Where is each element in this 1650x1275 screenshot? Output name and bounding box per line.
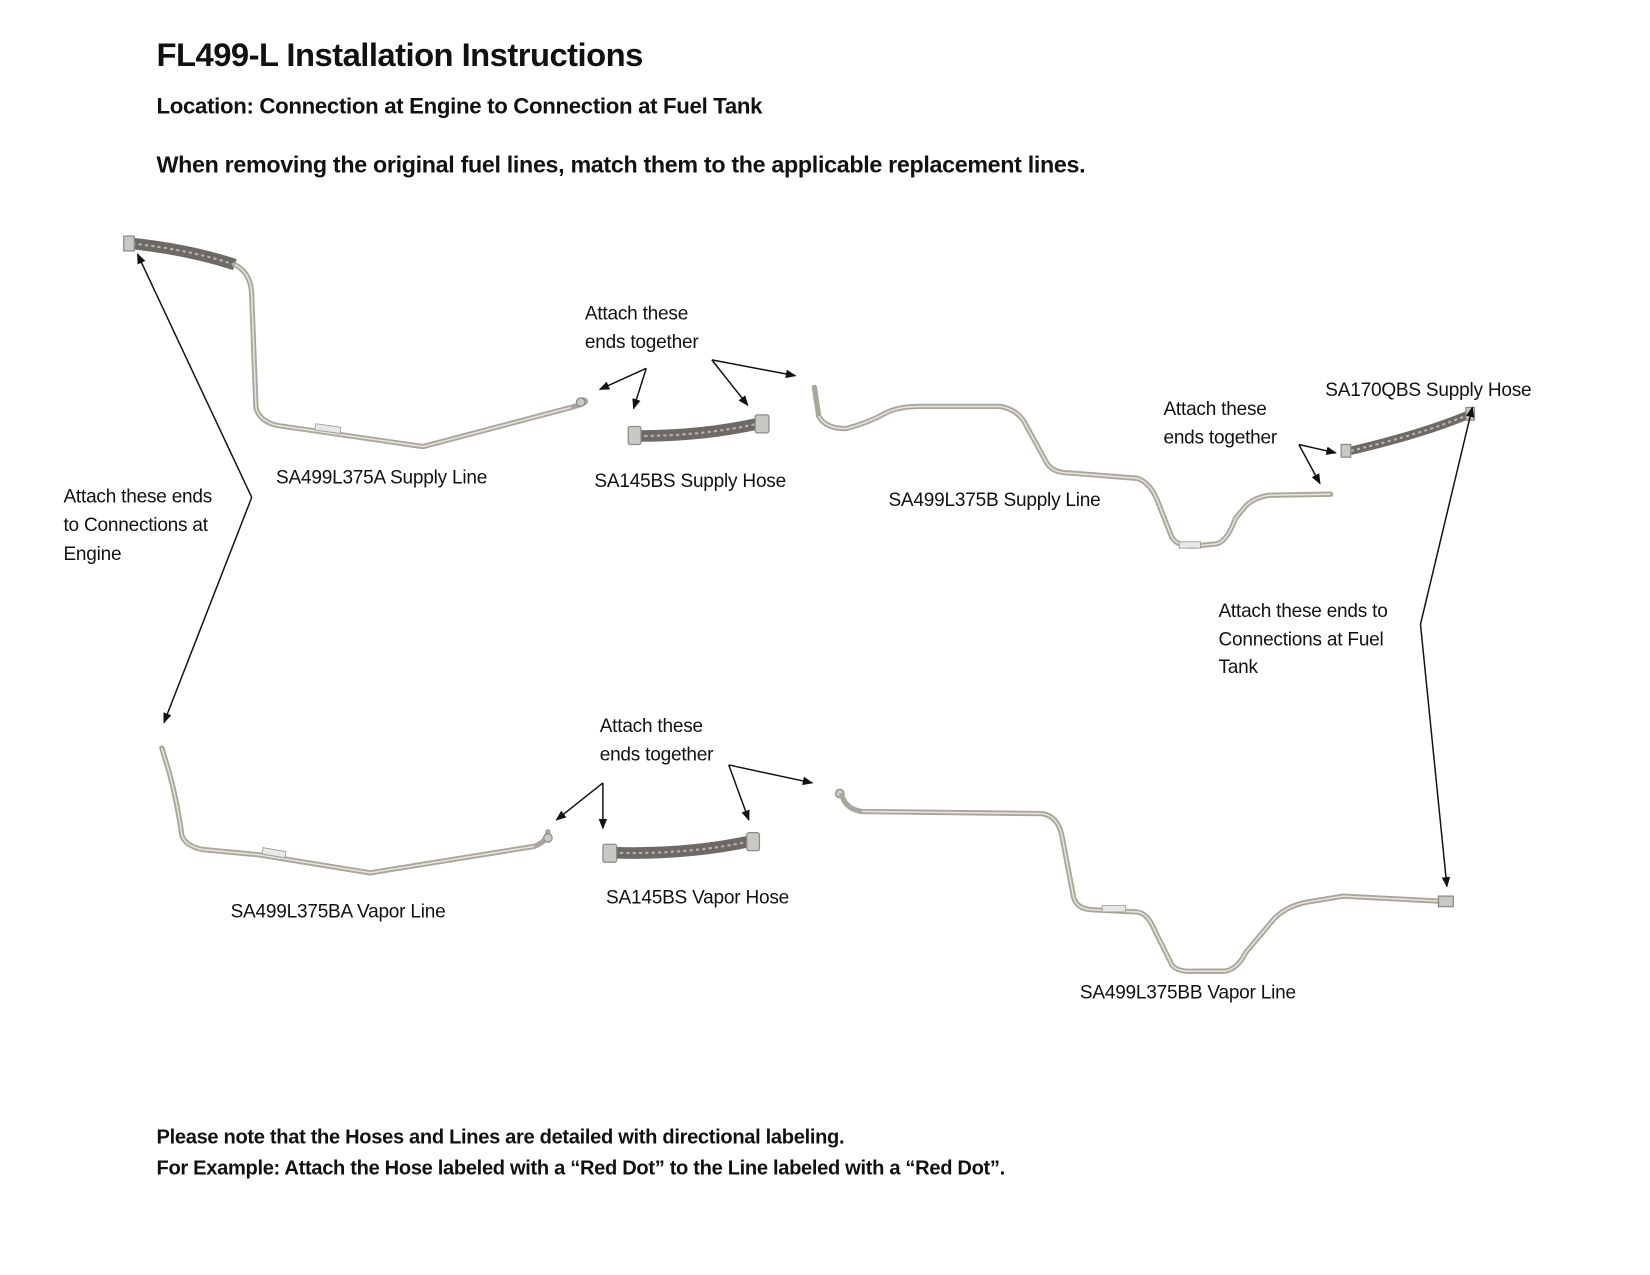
callout-line: Attach these: [585, 304, 688, 325]
label-supply-line-a: SA499L375A Supply Line: [276, 468, 487, 489]
label-vapor-line-ba: SA499L375BA Vapor Line: [231, 901, 446, 922]
vapor-line-bb-image: [834, 788, 1454, 974]
note-directional-labeling: Please note that the Hoses and Lines are…: [157, 1127, 845, 1149]
supply-line-b-image: [811, 384, 1334, 549]
callout-line: Attach these: [600, 716, 703, 737]
label-supply-line-b: SA499L375B Supply Line: [888, 490, 1100, 511]
vapor-hose-145-image: [602, 832, 761, 863]
callout-line: Engine: [63, 544, 121, 565]
label-supply-hose-145: SA145BS Supply Hose: [594, 471, 786, 492]
callout-engine: Attach these ends to Connections at Engi…: [63, 487, 212, 565]
supply-hose-170-image: [1340, 406, 1476, 458]
callout-line: Tank: [1218, 657, 1258, 678]
callout-fuel-tank: Attach these ends to Connections at Fuel…: [1218, 601, 1387, 678]
callout-line: ends together: [585, 332, 699, 353]
callout-line: Attach these: [1163, 399, 1266, 420]
instruction-text: When removing the original fuel lines, m…: [157, 152, 1086, 178]
callout-line: Attach these ends to: [1218, 601, 1387, 622]
label-vapor-line-bb: SA499L375BB Vapor Line: [1080, 983, 1296, 1004]
callout-line: Connections at Fuel: [1218, 629, 1383, 650]
vapor-line-ba-image: [159, 745, 553, 876]
callout-line: Attach these ends: [63, 487, 212, 508]
supply-hose-145-image: [627, 414, 770, 446]
callout-together-bottom: Attach these ends together: [600, 716, 715, 766]
callout-line: ends together: [1163, 427, 1277, 448]
location-text: Location: Connection at Engine to Connec…: [157, 93, 764, 118]
callout-line: to Connections at: [63, 515, 208, 536]
callout-together-right: Attach these ends together: [1163, 399, 1278, 449]
label-vapor-hose-145: SA145BS Vapor Hose: [606, 888, 789, 909]
callout-together-top: Attach these ends together: [585, 304, 700, 354]
supply-line-a-image: [123, 235, 589, 450]
note-red-dot-example: For Example: Attach the Hose labeled wit…: [157, 1157, 1005, 1179]
page-title: FL499-L Installation Instructions: [157, 36, 643, 73]
callout-line: ends together: [600, 745, 714, 766]
label-supply-hose-170: SA170QBS Supply Hose: [1325, 380, 1531, 401]
callout-arrows: [136, 253, 1475, 888]
